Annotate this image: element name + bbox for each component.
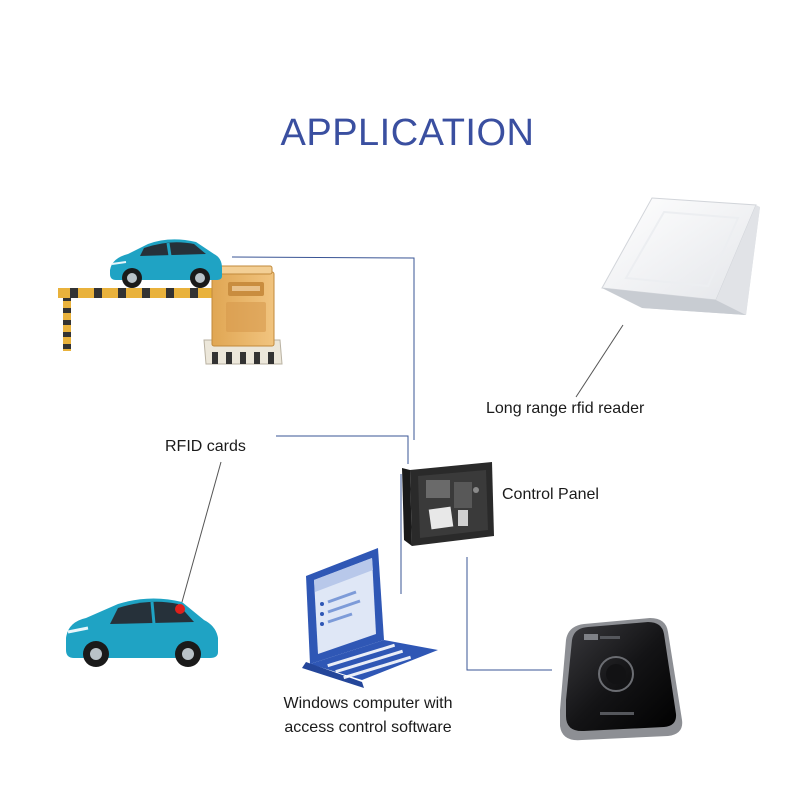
car-icon [66, 598, 218, 667]
reader-callout-line [575, 324, 624, 398]
computer-label-line1: Windows computer with [283, 695, 453, 712]
car-icon [110, 239, 222, 288]
cards-callout-line [181, 461, 222, 603]
laptop-screen-lines [327, 590, 361, 624]
reader-sensor-ring [598, 656, 634, 692]
laptop-icon [302, 548, 438, 688]
control-panel-icon [402, 462, 494, 546]
cards-to-panel-line [276, 435, 409, 464]
panel-to-desktop-reader-line [466, 557, 552, 671]
long-range-reader-icon [601, 197, 760, 315]
control-panel-label: Control Panel [502, 486, 599, 503]
rfid-cards-label: RFID cards [165, 438, 246, 455]
parking-barrier-icon [58, 265, 283, 365]
computer-label: Windows computer with access control sof… [260, 692, 476, 740]
connector-lines [181, 256, 624, 671]
desktop-card-reader-icon [560, 618, 683, 741]
computer-label-line2: access control software [284, 719, 452, 736]
long-range-reader-label: Long range rfid reader [486, 400, 645, 417]
rfid-tag-icon [175, 604, 185, 614]
barrier-to-panel-line [231, 256, 415, 440]
page-title: APPLICATION [280, 112, 535, 154]
